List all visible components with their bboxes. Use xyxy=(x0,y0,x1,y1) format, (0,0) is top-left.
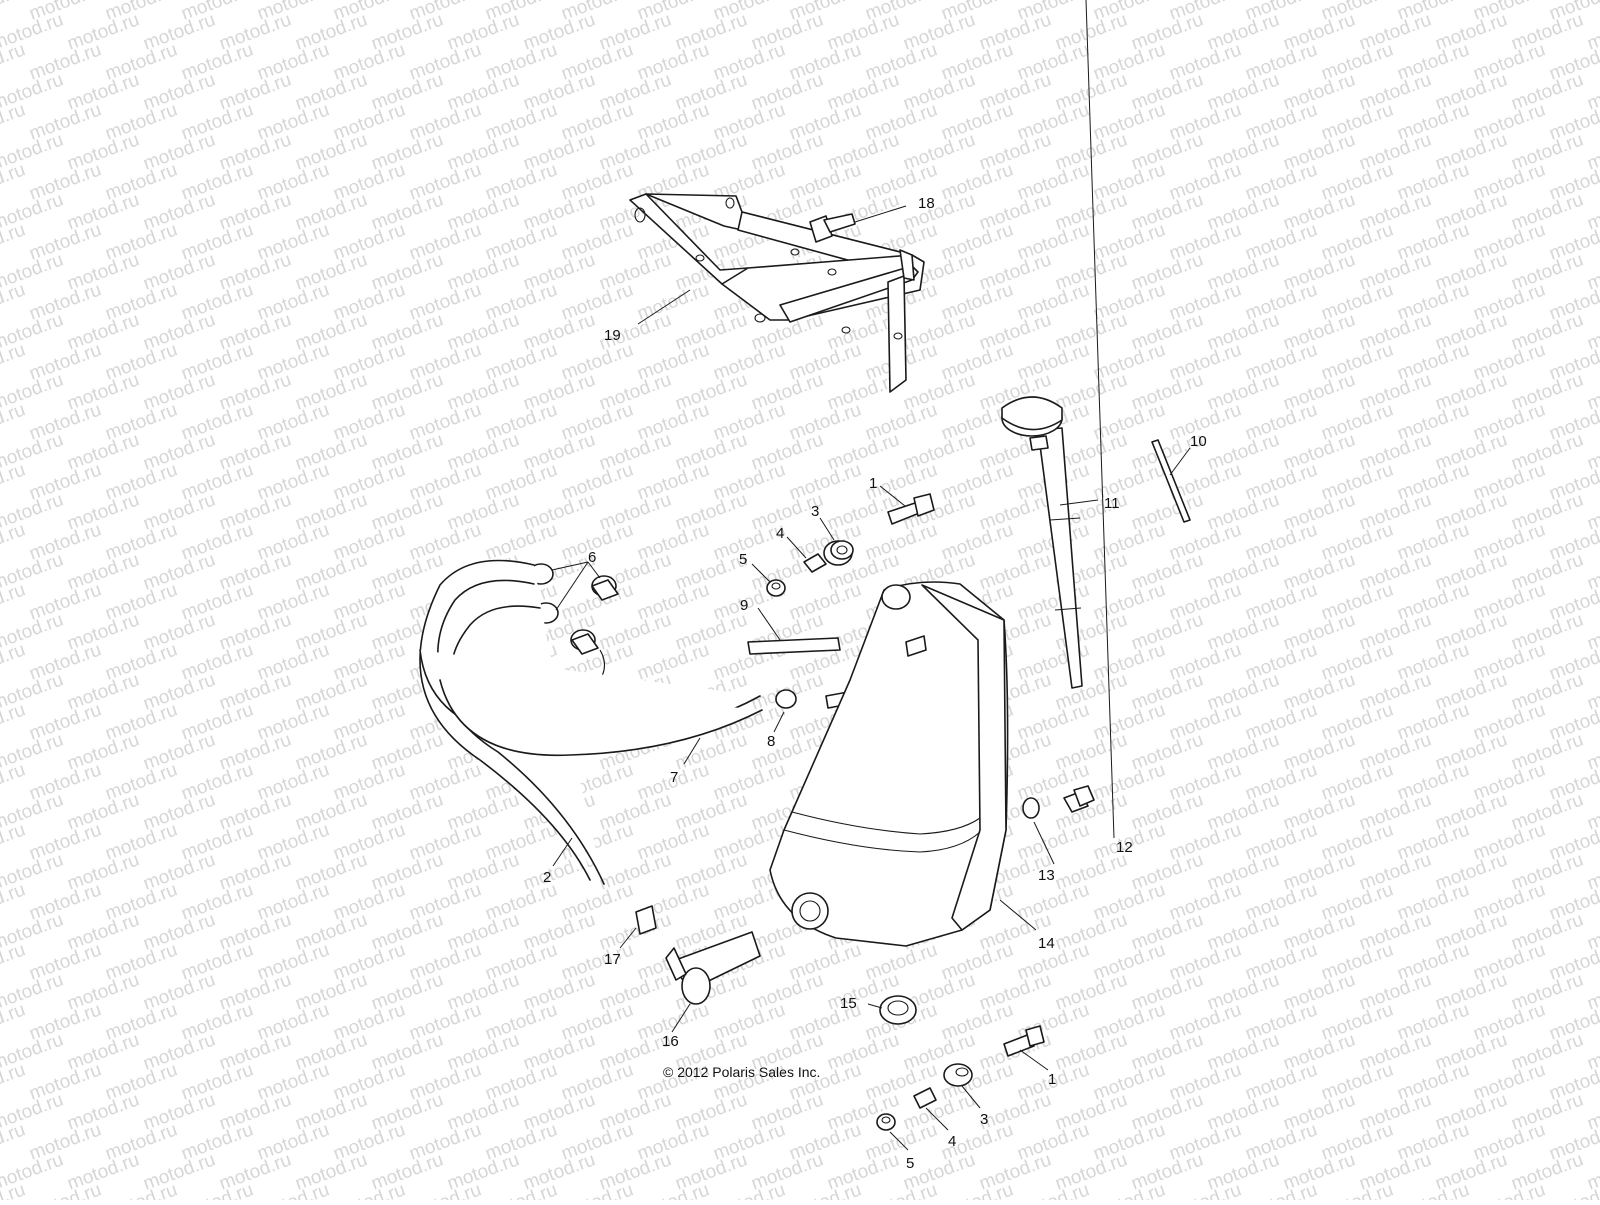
part-14-reservoir xyxy=(769,581,1009,947)
watermark-text: motod.ru xyxy=(1015,1179,1093,1200)
callout-8: 8 xyxy=(767,733,775,750)
watermark-text: motod.ru xyxy=(0,99,28,144)
watermark-text: motod.ru xyxy=(1395,1179,1473,1200)
watermark-text: motod.ru xyxy=(483,1179,561,1200)
callout-17: 17 xyxy=(604,951,621,968)
callout-4-lower: 4 xyxy=(948,1133,956,1150)
watermark-text: motod.ru xyxy=(0,519,28,564)
watermark-text: motod.ru xyxy=(0,759,28,804)
watermark-text: motod.ru xyxy=(103,1179,181,1200)
callout-19: 19 xyxy=(604,327,621,344)
callout-15: 15 xyxy=(840,995,857,1012)
callout-1-upper: 1 xyxy=(869,475,877,492)
watermark-text: motod.ru xyxy=(0,1119,28,1164)
watermark-text: motod.ru xyxy=(331,1179,409,1200)
watermark-text: motod.ru xyxy=(635,1179,713,1200)
part-15-grommet xyxy=(879,995,917,1025)
callout-3-lower: 3 xyxy=(980,1111,988,1128)
watermark-text: motod.ru xyxy=(179,1179,257,1200)
watermark-text: motod.ru xyxy=(0,819,28,864)
watermark-text: motod.ru xyxy=(27,1179,105,1200)
part-13-washer xyxy=(1022,797,1040,819)
watermark-text: motod.ru xyxy=(0,339,28,384)
callout-9: 9 xyxy=(740,597,748,614)
callout-3-upper: 3 xyxy=(811,503,819,520)
callout-16: 16 xyxy=(662,1033,679,1050)
watermark-text: motod.ru xyxy=(1091,1179,1169,1200)
callout-11: 11 xyxy=(1104,495,1120,512)
callout-12: 12 xyxy=(1116,839,1133,856)
watermark-text: motod.ru xyxy=(0,399,28,444)
watermark-text: motod.ru xyxy=(787,1179,865,1200)
callout-10: 10 xyxy=(1190,433,1207,450)
callout-18: 18 xyxy=(918,195,935,212)
watermark-text: motod.ru xyxy=(255,1179,333,1200)
watermark-text: motod.ru xyxy=(863,1179,941,1200)
watermark-text: motod.ru xyxy=(0,879,28,924)
watermark-text: motod.ru xyxy=(0,159,28,204)
callout-1-lower: 1 xyxy=(1048,1071,1056,1088)
callout-6: 6 xyxy=(588,549,596,566)
watermark-text: motod.ru xyxy=(1319,1179,1397,1200)
part-5-nut-upper xyxy=(766,579,786,597)
callout-5-upper: 5 xyxy=(739,551,747,568)
watermark-text: motod.ru xyxy=(0,999,28,1044)
part-5-nut-lower xyxy=(876,1113,896,1131)
watermark-text: motod.ru xyxy=(711,1179,789,1200)
watermark-text: motod.ru xyxy=(0,699,28,744)
callout-13: 13 xyxy=(1038,867,1055,884)
watermark-text: motod.ru xyxy=(0,1059,28,1104)
watermark-text: motod.ru xyxy=(0,579,28,624)
callout-2: 2 xyxy=(543,869,551,886)
watermark-text: motod.ru xyxy=(0,459,28,504)
copyright-notice: © 2012 Polaris Sales Inc. xyxy=(663,1064,821,1080)
watermark-text: motod.ru xyxy=(1471,1179,1549,1200)
watermark-text: motod.ru xyxy=(1167,1179,1245,1200)
callout-4-upper: 4 xyxy=(776,525,784,542)
part-17-clamp xyxy=(635,905,657,935)
watermark-text: motod.ru xyxy=(0,279,28,324)
callout-14: 14 xyxy=(1038,935,1055,952)
watermark-text: motod.ru xyxy=(0,0,28,25)
watermark-text: motod.ru xyxy=(0,219,28,264)
watermark-text: motod.ru xyxy=(0,639,28,684)
watermark-text: motod.ru xyxy=(559,1179,637,1200)
watermark-text: motod.ru xyxy=(0,939,28,984)
callout-5-lower: 5 xyxy=(906,1155,914,1172)
part-3-grommet-lower xyxy=(943,1063,973,1087)
watermark-text: motod.ru xyxy=(939,1179,1017,1200)
watermark-text: motod.ru xyxy=(1243,1179,1321,1200)
watermark-text: motod.ru xyxy=(407,1179,485,1200)
watermark-text: motod.ru xyxy=(0,39,28,84)
callout-7: 7 xyxy=(670,769,678,786)
part-3-grommet-upper xyxy=(823,540,854,566)
